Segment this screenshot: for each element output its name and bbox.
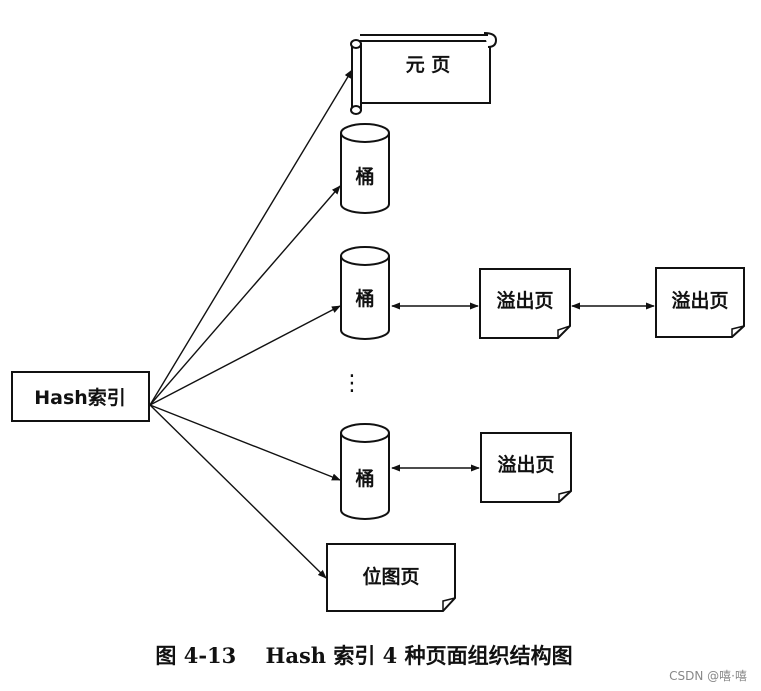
bucket-2-label: 桶: [355, 287, 374, 310]
meta-page-node: 元 页: [350, 32, 498, 115]
overflow-page-b-node: 溢出页: [655, 267, 745, 338]
bucket-1-node: 桶: [340, 123, 390, 214]
bitmap-page-node: 位图页: [326, 543, 456, 612]
bucket-1-label: 桶: [355, 165, 374, 188]
hash-index-label: Hash索引: [34, 386, 126, 409]
figure-caption: 图 4-13 Hash 索引 4 种页面组织结构图: [155, 643, 572, 668]
bitmap-page-label: 位图页: [362, 565, 419, 588]
root-arrows: [149, 69, 353, 579]
meta-page-label: 元 页: [406, 54, 451, 76]
arrow-to-bitmap-page: [149, 404, 327, 579]
overflow-page-c-node: 溢出页: [480, 432, 572, 503]
hash-index-node: Hash索引: [11, 371, 150, 422]
arrow-to-bucket-3: [149, 404, 341, 481]
arrow-to-meta-page: [149, 69, 353, 406]
overflow-links: [391, 302, 655, 472]
arrow-to-bucket-2: [149, 305, 341, 406]
ellipsis: ⋮: [341, 371, 363, 396]
bucket-3-node: 桶: [340, 423, 390, 520]
bucket-2-node: 桶: [340, 246, 390, 340]
overflow-page-a-label: 溢出页: [496, 289, 553, 312]
overflow-page-a-node: 溢出页: [479, 268, 571, 339]
overflow-page-b-label: 溢出页: [671, 289, 728, 312]
bucket-3-label: 桶: [355, 467, 374, 490]
arrow-to-bucket-1: [149, 185, 341, 406]
csdn-watermark: CSDN @嘻·嘻: [669, 669, 747, 683]
overflow-page-c-label: 溢出页: [497, 453, 554, 476]
